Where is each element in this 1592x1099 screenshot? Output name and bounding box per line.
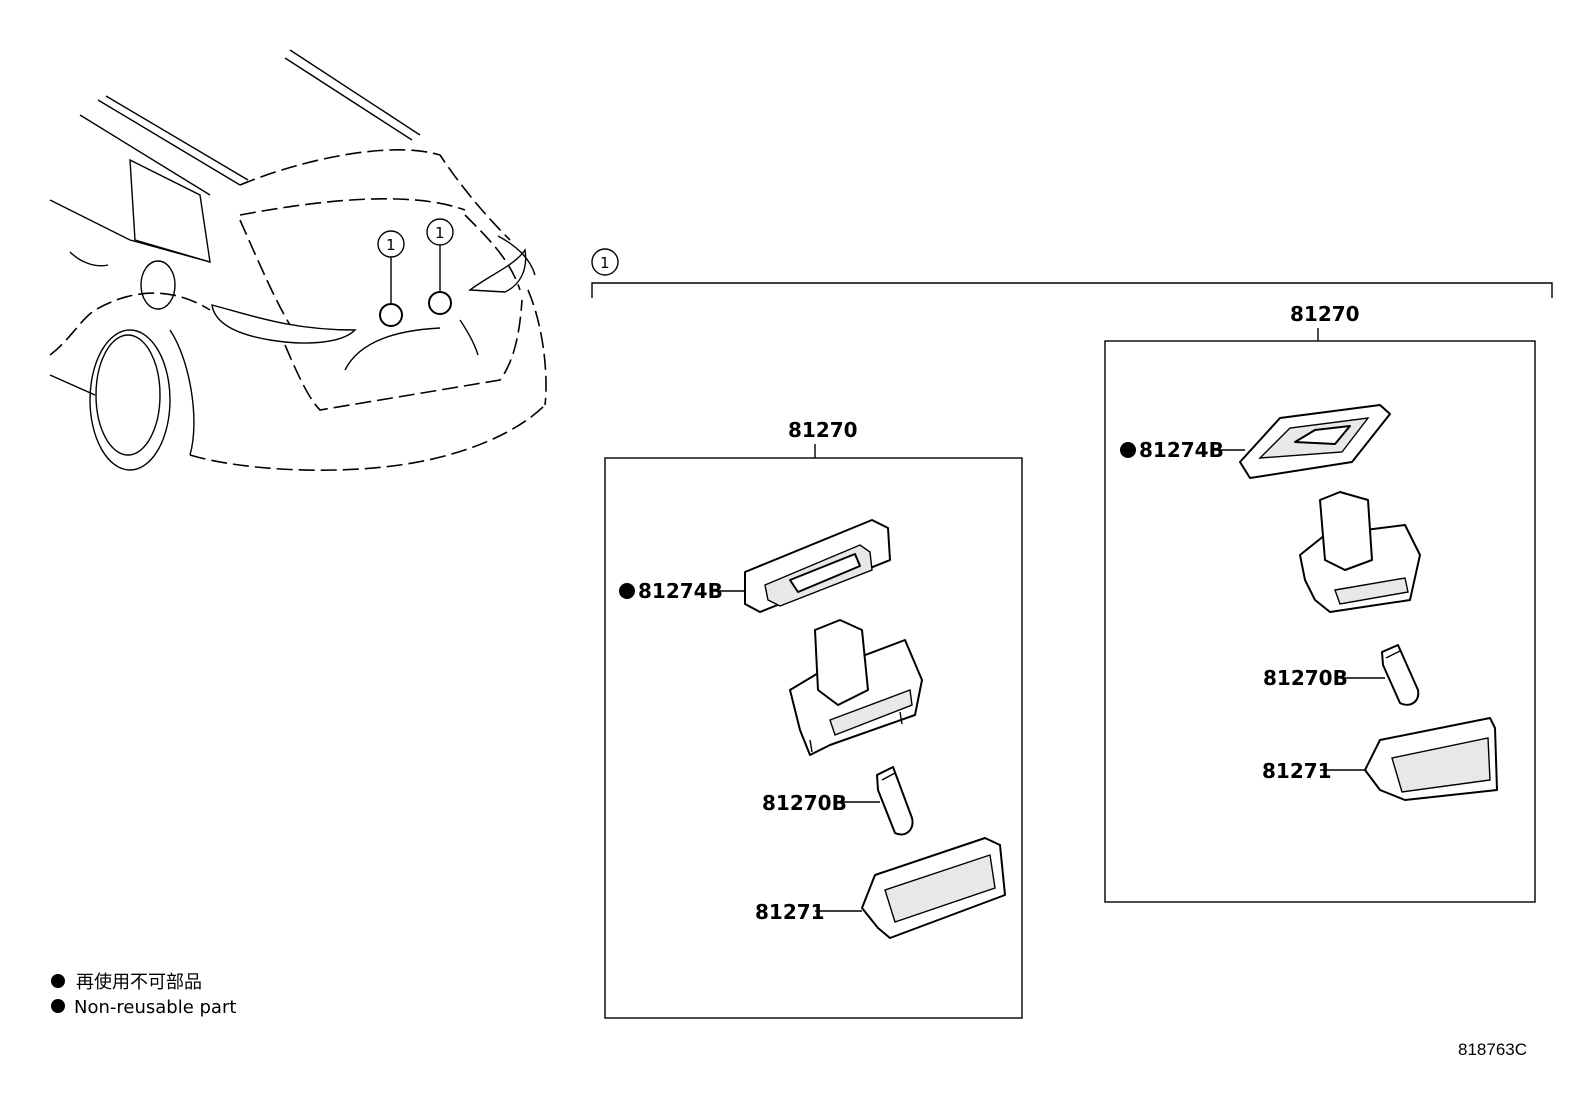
left-gasket-label: 81274B bbox=[638, 579, 723, 603]
left-bulb-label: 81270B bbox=[762, 791, 847, 815]
right-bulb-part bbox=[1381, 644, 1420, 706]
right-socket-part bbox=[1299, 491, 1421, 613]
legend-dot-japanese bbox=[51, 974, 65, 988]
legend-english-text: Non-reusable part bbox=[74, 997, 236, 1018]
assembly-right: 81270 81274B 81270B 81271 bbox=[1104, 302, 1536, 903]
bracket-callout-ref: 1 bbox=[600, 254, 610, 272]
left-gasket-part bbox=[744, 519, 891, 613]
legend-japanese-text: 再使用不可部品 bbox=[76, 972, 202, 993]
left-bulb-part bbox=[876, 766, 914, 836]
left-lens-part bbox=[861, 837, 1006, 939]
right-gasket-nonreusable-dot bbox=[1120, 442, 1136, 458]
right-gasket-label: 81274B bbox=[1139, 438, 1224, 462]
assembly-left: 81270 81274B 81270B 81 bbox=[604, 418, 1023, 1019]
left-assembly-label: 81270 bbox=[788, 418, 858, 442]
right-gasket-part bbox=[1239, 404, 1391, 479]
right-assembly-box bbox=[1104, 340, 1536, 903]
vehicle-callout-ref-1: 1 bbox=[386, 236, 396, 254]
right-bulb-label: 81270B bbox=[1263, 666, 1348, 690]
left-lens-label: 81271 bbox=[755, 900, 825, 924]
legend-dot-english bbox=[51, 999, 65, 1013]
assembly-bracket: 1 bbox=[591, 248, 1553, 298]
right-lens-label: 81271 bbox=[1262, 759, 1332, 783]
vehicle-callout-ref-2: 1 bbox=[435, 224, 445, 242]
right-lens-part bbox=[1364, 717, 1498, 801]
left-socket-part bbox=[789, 619, 923, 756]
vehicle-rear-illustration: 1 1 bbox=[49, 49, 547, 471]
right-assembly-label: 81270 bbox=[1290, 302, 1360, 326]
diagram-id: 818763C bbox=[1458, 1040, 1527, 1059]
legend: 再使用不可部品 Non-reusable part bbox=[51, 972, 236, 1018]
left-assembly-box bbox=[604, 457, 1023, 1019]
left-gasket-nonreusable-dot bbox=[619, 583, 635, 599]
